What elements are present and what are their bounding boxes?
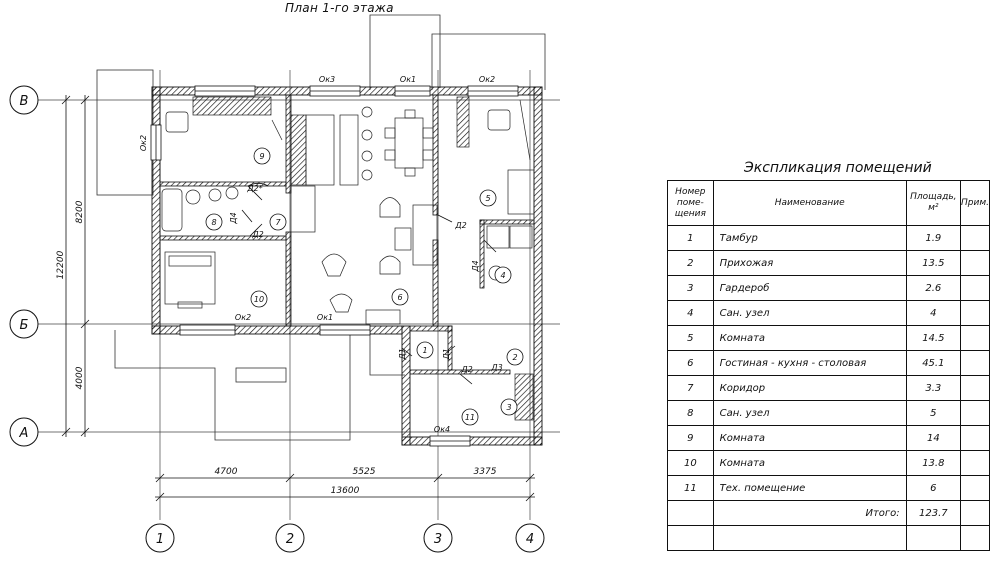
door-label: Д4 — [471, 260, 480, 272]
room-number: 1 — [422, 346, 427, 355]
door-label: Д3 — [490, 363, 502, 372]
table-row-empty — [667, 525, 991, 551]
total-label: Итого: — [712, 500, 907, 526]
axis-label-3: 3 — [434, 532, 442, 547]
door-label: Д2 — [251, 230, 263, 239]
left-dimensions — [61, 95, 90, 437]
door-label: Д1 — [398, 348, 407, 360]
window-label: Ок1 — [400, 75, 416, 84]
plan-title: План 1-го этажа — [285, 1, 394, 15]
dim-3375: 3375 — [474, 467, 497, 477]
explication-table: Номер поме- щения Наименование Площадь, … — [667, 180, 991, 551]
door-label: Д2* — [246, 184, 262, 193]
window-openings — [150, 85, 519, 447]
column-axis-markers: 1 2 3 4 — [145, 523, 545, 553]
window-label: Ок4 — [434, 425, 450, 434]
furniture — [161, 96, 535, 421]
door-swings — [241, 182, 497, 385]
window-label: Ок1 — [317, 313, 333, 322]
header-room-area: Площадь, м² — [905, 180, 961, 226]
room-number: 3 — [506, 403, 511, 412]
window-label: Ок3 — [319, 75, 335, 84]
room-number: 7 — [275, 218, 281, 227]
table-row-total: Итого:123.7 — [667, 500, 991, 526]
axis-label-4: 4 — [526, 532, 534, 547]
floor-plan: В Б А 1 2 3 4 4700 5525 3375 13600 122 — [9, 14, 560, 553]
door-label: Д2 — [460, 365, 472, 374]
dim-12200: 12200 — [56, 250, 66, 279]
door-label: Д4 — [229, 212, 238, 224]
door-label: Д2 — [454, 221, 466, 230]
axis-label-v: В — [20, 94, 29, 109]
axis-label-2: 2 — [286, 532, 294, 547]
room-number: 8 — [211, 218, 216, 227]
door-label: Д1 — [442, 348, 451, 360]
dim-4000: 4000 — [75, 366, 85, 389]
room-number-markers — [205, 147, 524, 426]
dim-13600: 13600 — [331, 486, 360, 496]
dim-4700: 4700 — [215, 467, 238, 477]
header-note: Прим. — [959, 180, 991, 226]
explication-title: Экспликация помещений — [744, 160, 932, 176]
row-axis-markers: В Б А — [9, 85, 39, 447]
room-number: 4 — [500, 271, 505, 280]
axis-label-a: А — [19, 426, 29, 441]
room-number: 6 — [397, 293, 402, 302]
dim-5525: 5525 — [353, 467, 376, 477]
interior-walls — [159, 94, 535, 375]
room-number: 10 — [254, 295, 264, 304]
header-room-name: Наименование — [712, 180, 907, 226]
window-label: Ок2 — [139, 135, 148, 151]
axis-label-1: 1 — [156, 532, 164, 547]
room-number: 5 — [485, 194, 490, 203]
room-number: 9 — [259, 152, 264, 161]
room-number: 11 — [465, 413, 475, 422]
total-value: 123.7 — [905, 500, 961, 526]
room-number: 2 — [512, 353, 517, 362]
window-label: Ок2 — [235, 313, 251, 322]
header-room-number: Номер поме- щения — [667, 180, 714, 226]
window-label: Ок2 — [479, 75, 495, 84]
explication-header-row: Номер поме- щения Наименование Площадь, … — [667, 180, 991, 226]
bottom-dimensions — [155, 473, 535, 502]
dim-8200: 8200 — [75, 200, 85, 223]
axis-label-b: Б — [20, 318, 29, 333]
